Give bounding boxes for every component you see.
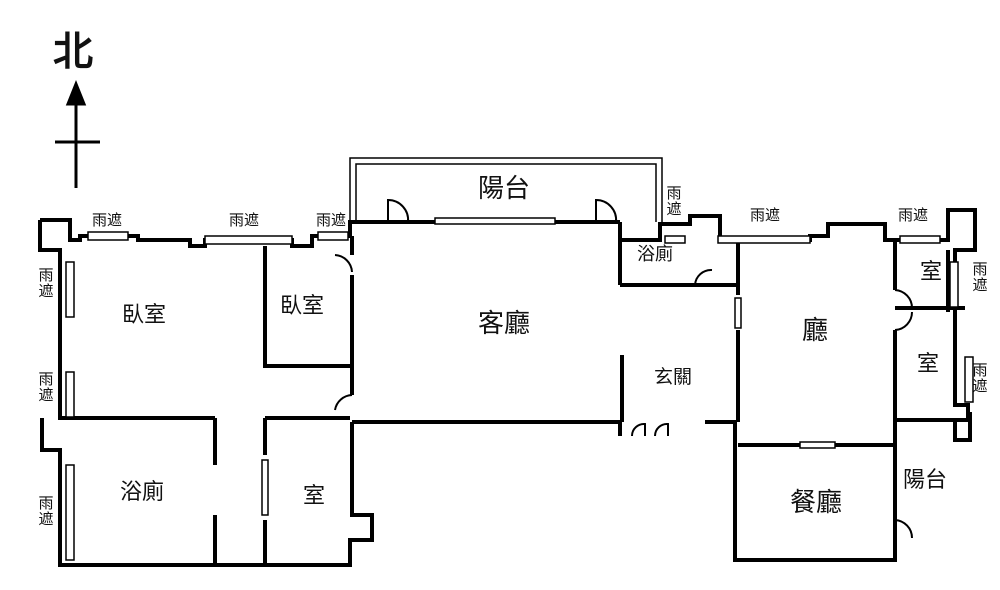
awning-label: 雨遮 <box>38 266 54 300</box>
bath-left-label: 浴廁 <box>120 480 165 505</box>
awning-label: 雨遮 <box>666 184 682 218</box>
awning-label: 雨遮 <box>750 206 781 224</box>
room-right-mid-label: 室 <box>917 352 940 377</box>
awning-label: 雨遮 <box>229 211 260 229</box>
awning-label: 雨遮 <box>972 260 988 294</box>
interior-walls <box>72 222 965 565</box>
living-room-label: 客廳 <box>478 309 531 339</box>
awning-label: 雨遮 <box>898 206 929 224</box>
bedroom-small-label: 臥室 <box>280 294 325 319</box>
dining-room-label: 餐廳 <box>790 488 843 518</box>
windows <box>65 217 974 561</box>
room-bottom-label: 室 <box>303 484 326 509</box>
balcony-top-label: 陽台 <box>478 174 531 204</box>
awning-label: 雨遮 <box>38 494 54 528</box>
awning-label: 雨遮 <box>92 211 123 229</box>
bedroom-left-label: 臥室 <box>122 303 167 328</box>
bath-top-label: 浴廁 <box>637 244 673 265</box>
exterior-walls <box>38 208 977 567</box>
awning-label: 雨遮 <box>38 370 54 404</box>
north-label: 北 <box>53 29 93 75</box>
balcony-rail <box>349 157 663 222</box>
awning-label: 雨遮 <box>972 361 988 395</box>
room-right-top-label: 室 <box>920 260 943 285</box>
north-arrow <box>55 79 100 188</box>
awning-label: 雨遮 <box>316 211 347 229</box>
doors <box>334 198 914 539</box>
balcony-right-label: 陽台 <box>903 468 948 493</box>
foyer-label: 玄關 <box>654 366 693 388</box>
hall-right-label: 廳 <box>802 316 829 346</box>
